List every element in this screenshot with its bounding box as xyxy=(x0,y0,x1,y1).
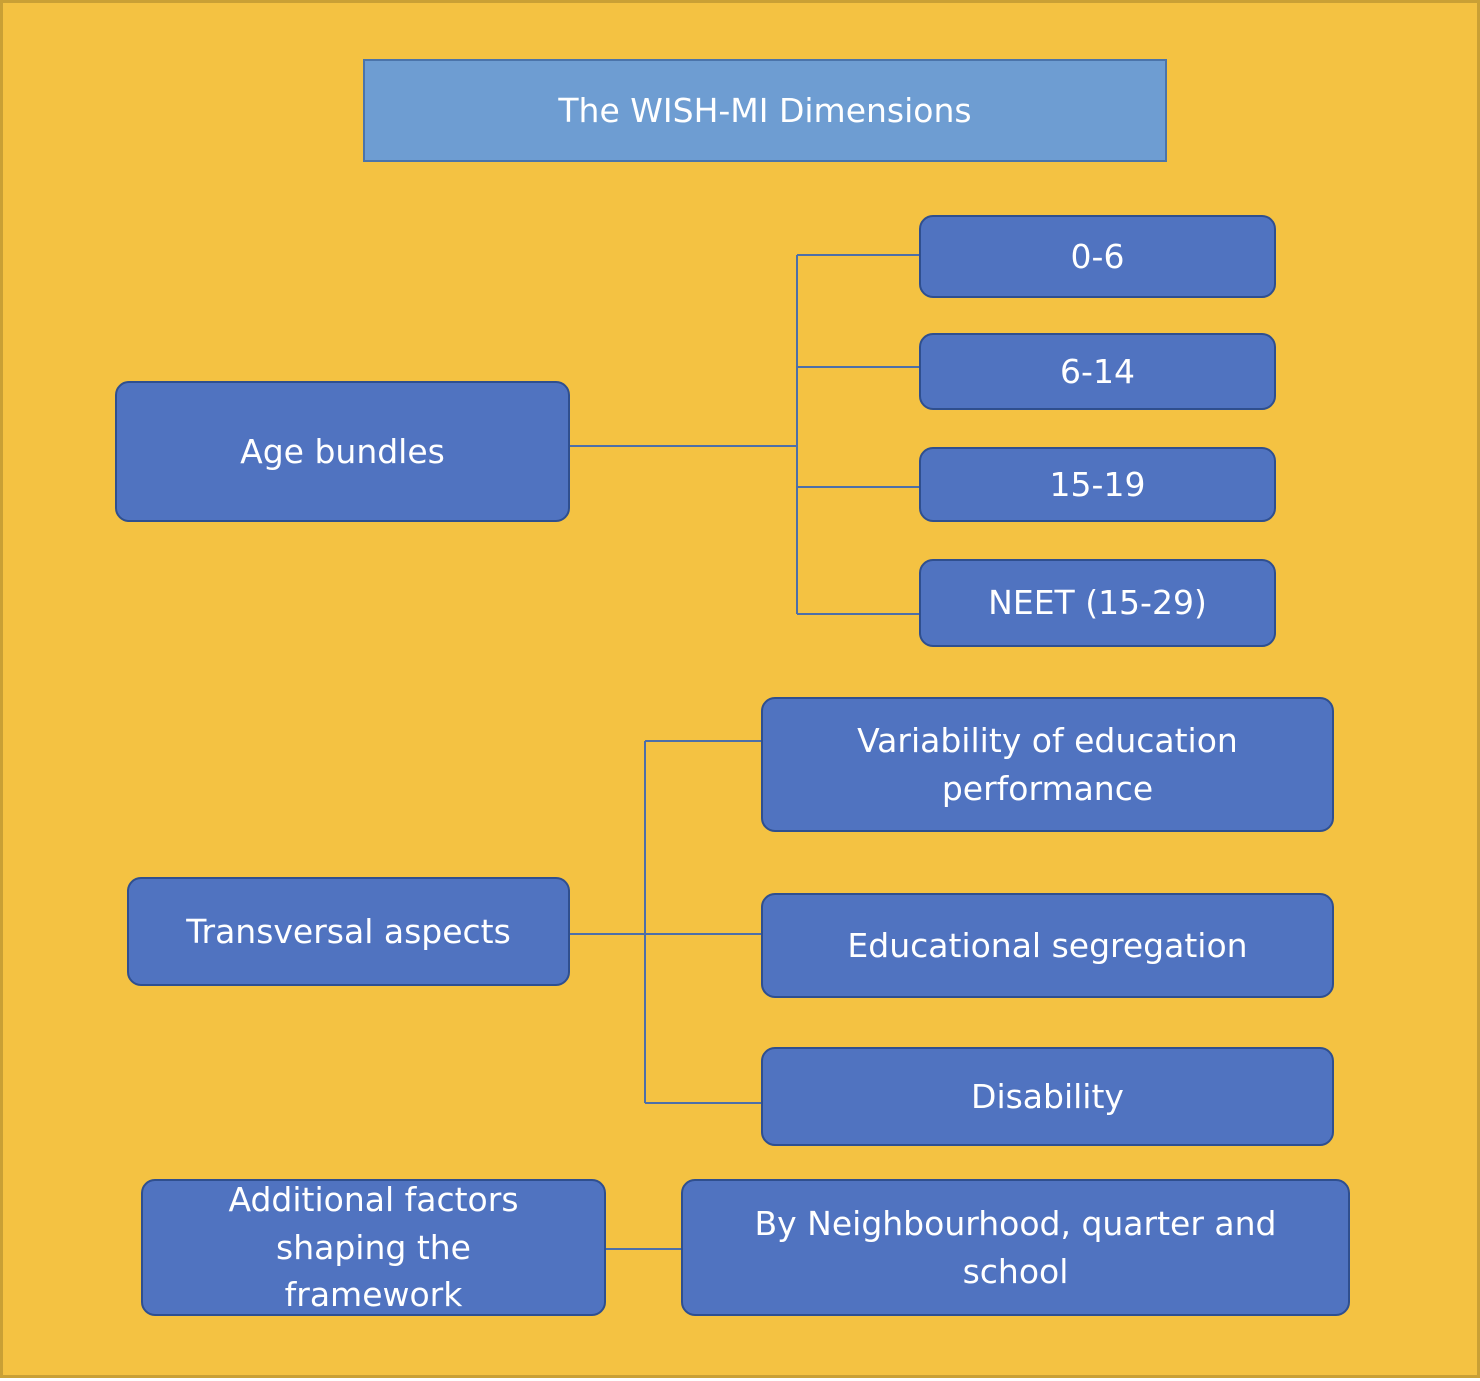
additional-factors-node: Additional factors shaping the framework xyxy=(141,1179,606,1316)
age-item-15-19: 15-19 xyxy=(919,447,1276,522)
transversal-aspects-node: Transversal aspects xyxy=(127,877,570,986)
transversal-item-segregation: Educational segregation xyxy=(761,893,1334,998)
age-bundles-node: Age bundles xyxy=(115,381,570,522)
additional-item-neighbourhood: By Neighbourhood, quarter and school xyxy=(681,1179,1350,1316)
connector-lines xyxy=(570,254,920,1250)
age-item-neet: NEET (15-29) xyxy=(919,559,1276,647)
transversal-item-disability: Disability xyxy=(761,1047,1334,1146)
transversal-item-variability: Variability of education performance xyxy=(761,697,1334,832)
age-item-6-14: 6-14 xyxy=(919,333,1276,410)
age-item-0-6: 0-6 xyxy=(919,215,1276,298)
diagram-title: The WISH-MI Dimensions xyxy=(363,59,1167,162)
